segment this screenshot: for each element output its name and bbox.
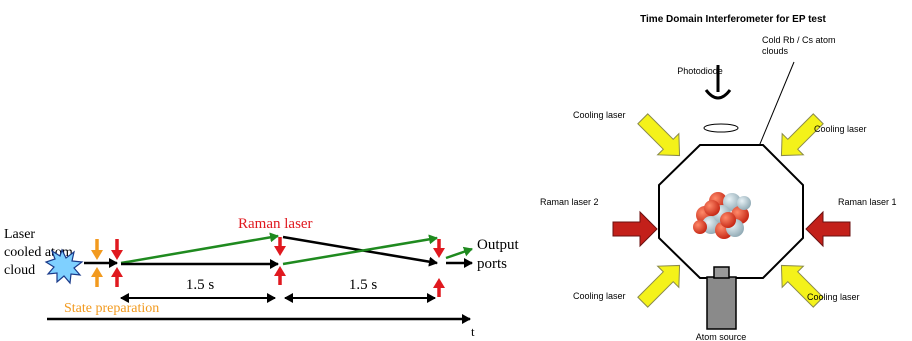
path-lower-2 [282,234,438,266]
raman-pulse-3-up-icon [433,278,445,297]
cooling-arrow-bottom-left-icon [637,264,681,308]
interval-1-label: 1.5 s [186,277,215,293]
cooling-arrow-bottom-right-icon [780,264,824,308]
left-panel: Laser cooled atom cloud [4,216,520,339]
output-upper-arrow [445,246,473,260]
photodiode-label: Photodiode [677,66,723,76]
time-axis-label: t [471,324,475,339]
atom-source-icon [706,276,737,330]
right-panel-title: Time Domain Interferometer for EP test [640,14,826,25]
output-label-line-1: Output [477,237,520,253]
raman-laser-1-label: Raman laser 1 [838,197,897,207]
source-label-line-1: Laser [4,227,35,242]
atom-source-nozzle-icon [713,266,730,279]
vacuum-chamber [658,144,804,279]
atom-clouds-label-line-1: Cold Rb / Cs atom [762,35,836,45]
atom-cluster-icon [693,192,751,239]
cooling-laser-label-top-right: Cooling laser [814,124,867,134]
raman-pulse-2-down-icon [274,237,286,256]
atom-clouds-label-line-2: clouds [762,46,789,56]
cooling-laser-label-top-left: Cooling laser [573,110,626,120]
atom-source-label: Atom source [696,332,747,341]
photodiode-icon [704,65,732,100]
raman-pulse-1-up-icon [111,267,123,287]
source-label-line-3: cloud [4,263,35,278]
state-prep-label: State preparation [64,301,159,316]
lens-icon [703,123,739,133]
raman-pulse-2-up-icon [274,266,286,285]
cooling-laser-label-bottom-right: Cooling laser [807,292,860,302]
state-prep-arrow-up-icon [91,267,103,287]
raman-pulse-1-down-icon [111,239,123,260]
raman-arrow-left-icon [612,210,658,248]
path-upper-1 [120,232,279,265]
cooling-arrow-top-right-icon [780,113,824,157]
state-prep-arrow-down-icon [91,239,103,260]
right-panel: Time Domain Interferometer for EP test P… [540,14,897,341]
raman-laser-label: Raman laser [238,216,313,232]
cooling-arrow-top-left-icon [637,113,681,157]
interval-2-label: 1.5 s [349,277,378,293]
output-label-line-2: ports [477,256,507,272]
raman-arrow-right-icon [805,210,851,248]
cooling-laser-label-bottom-left: Cooling laser [573,291,626,301]
raman-laser-2-label: Raman laser 2 [540,197,599,207]
raman-pulse-3-down-icon [433,239,445,258]
atom-cloud-burst-icon [44,248,84,285]
